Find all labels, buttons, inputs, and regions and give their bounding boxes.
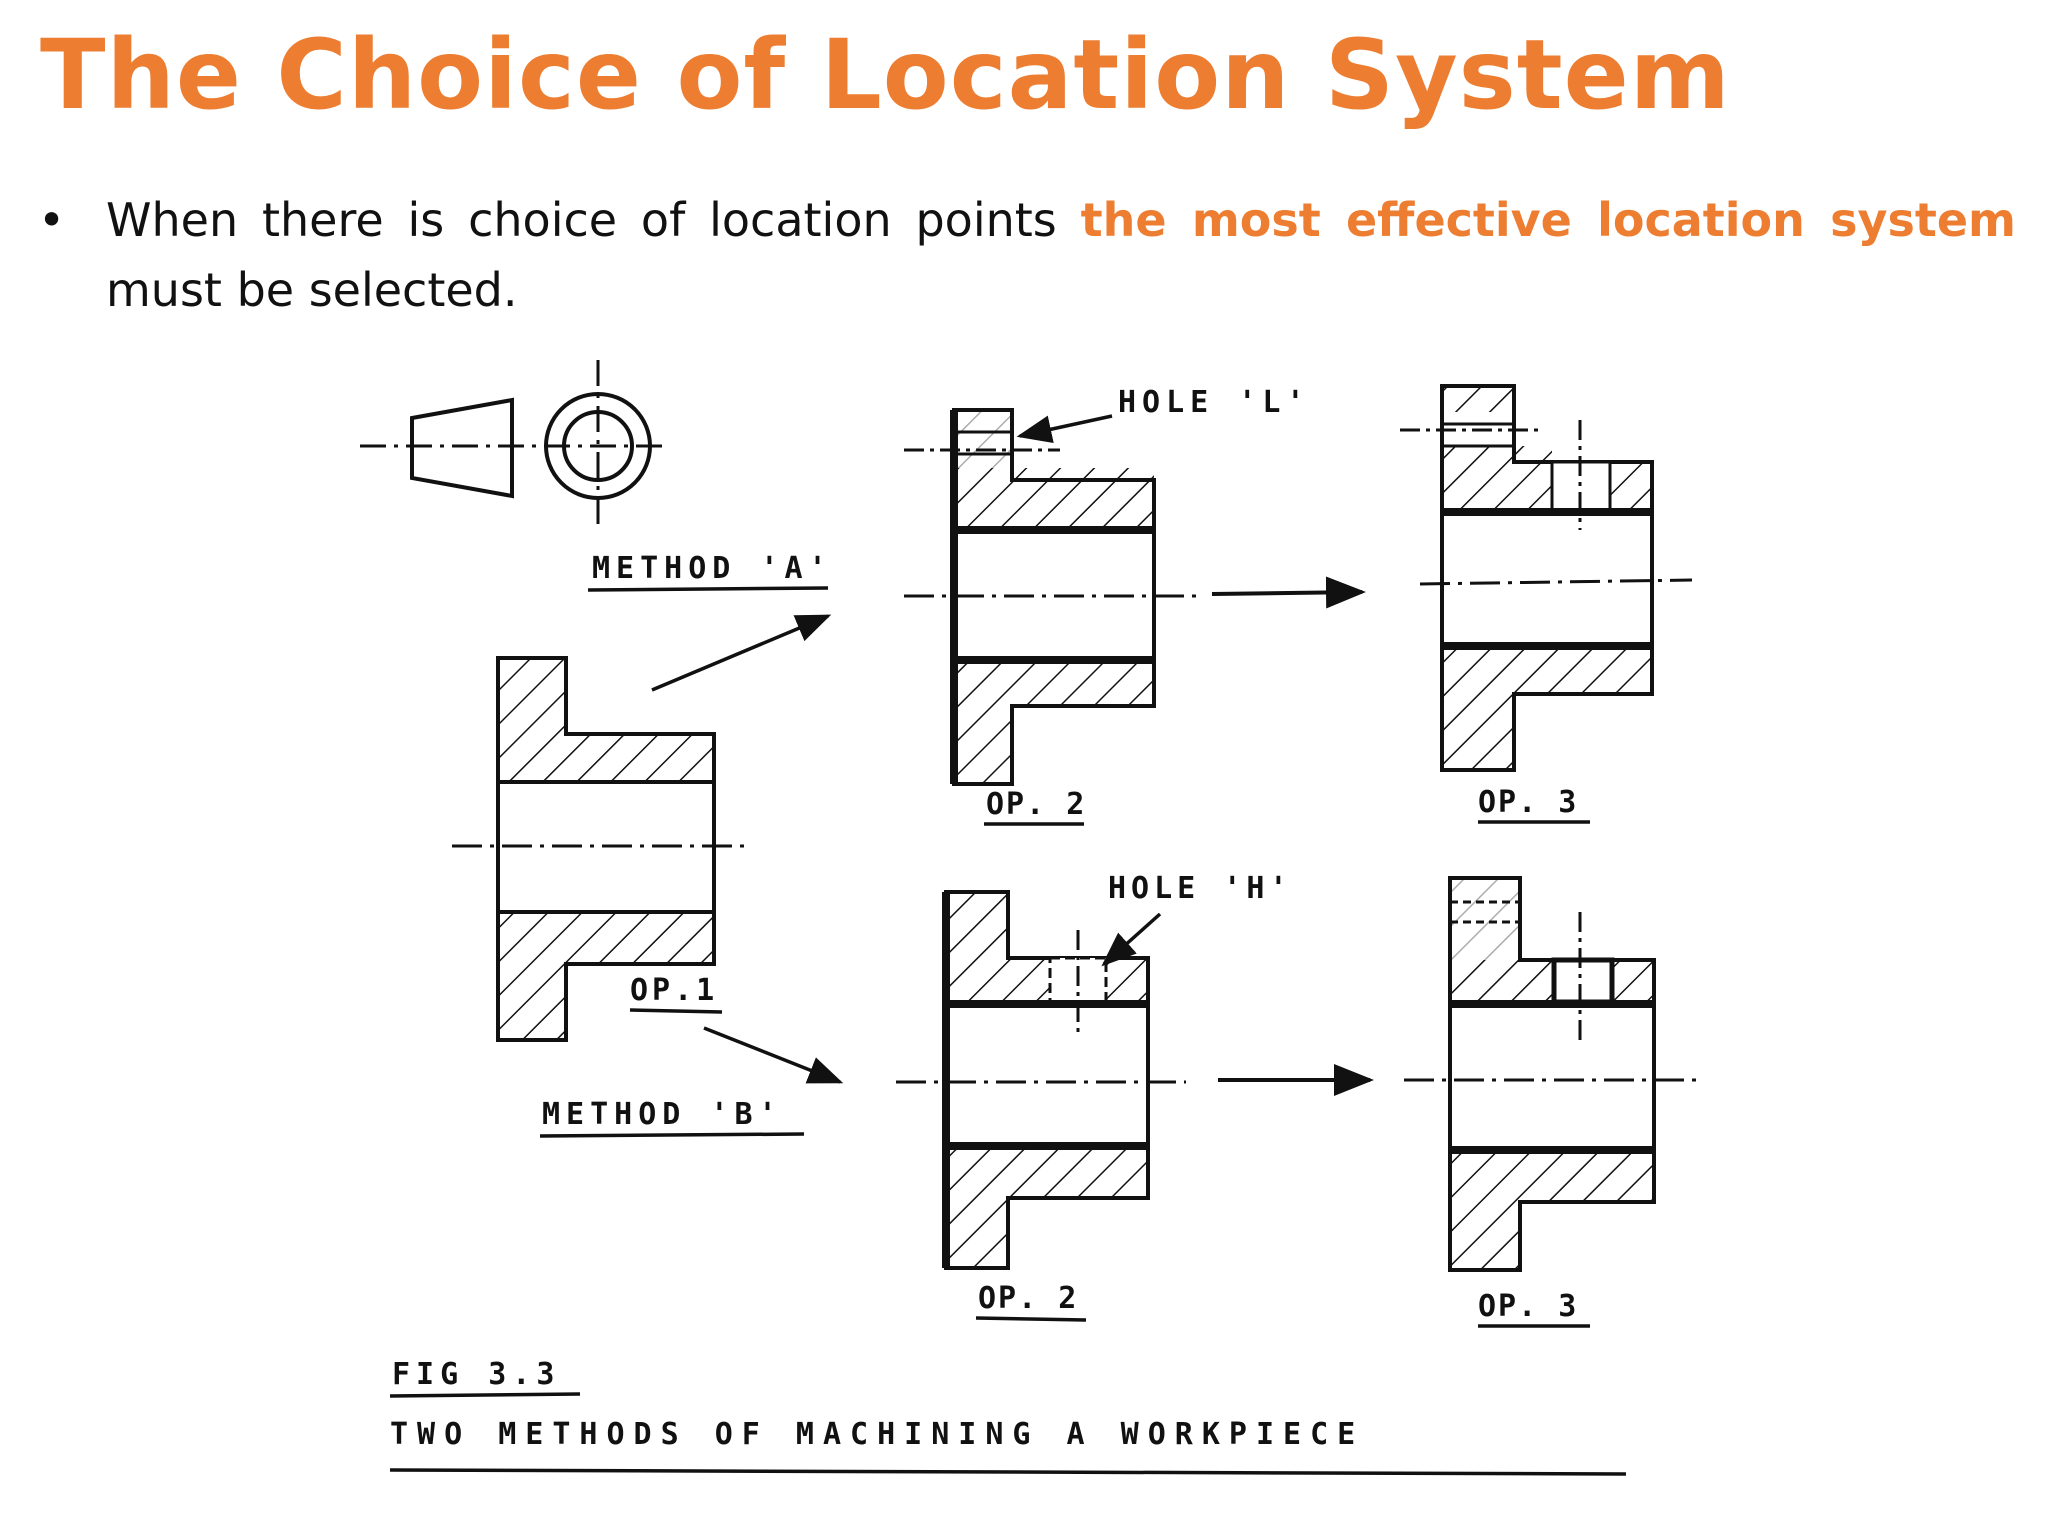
method-a-flow-arrow [1211,576,1366,609]
page-title: The Choice of Location System [40,19,1731,131]
method-b-label: METHOD 'B' [542,1097,783,1132]
op1-label: OP.1 [630,973,718,1008]
method-b-op3-part [1404,876,1700,1272]
method-a-op3-label: OP. 3 [1478,785,1578,820]
bullet-text-before: When there is choice of location points [106,193,1057,247]
bullet-highlight: the most effective location system [1080,193,2016,247]
bullet-text-after: must be selected. [106,263,518,317]
method-b-arrow [703,1026,844,1084]
method-b-op2-label: OP. 2 [978,1281,1078,1316]
method-a-op2-label: OP. 2 [986,787,1086,822]
hole-l-label: HOLE 'L' [1118,385,1311,420]
method-b-op2-part [896,890,1186,1270]
op1-part [452,656,748,1042]
method-a-op3-part [1400,384,1693,772]
figure-number: FIG 3.3 [392,1357,560,1392]
cone-symbol [360,360,668,528]
method-a-label: METHOD 'A' [592,551,833,586]
method-a-op2-part [904,408,1200,786]
bullet-text: When there is choice of location points … [106,185,2016,325]
figure-caption: TWO METHODS OF MACHINING A WORKPIECE [390,1417,1364,1452]
bullet-marker: • [38,193,66,247]
bullet-point: • When there is choice of location point… [34,185,2016,325]
method-b-op3-label: OP. 3 [1478,1289,1578,1324]
method-a-arrow [651,614,832,692]
hole-h-leader [1101,912,1162,967]
hole-l-leader [1016,414,1113,443]
hole-h-label: HOLE 'H' [1108,871,1293,906]
